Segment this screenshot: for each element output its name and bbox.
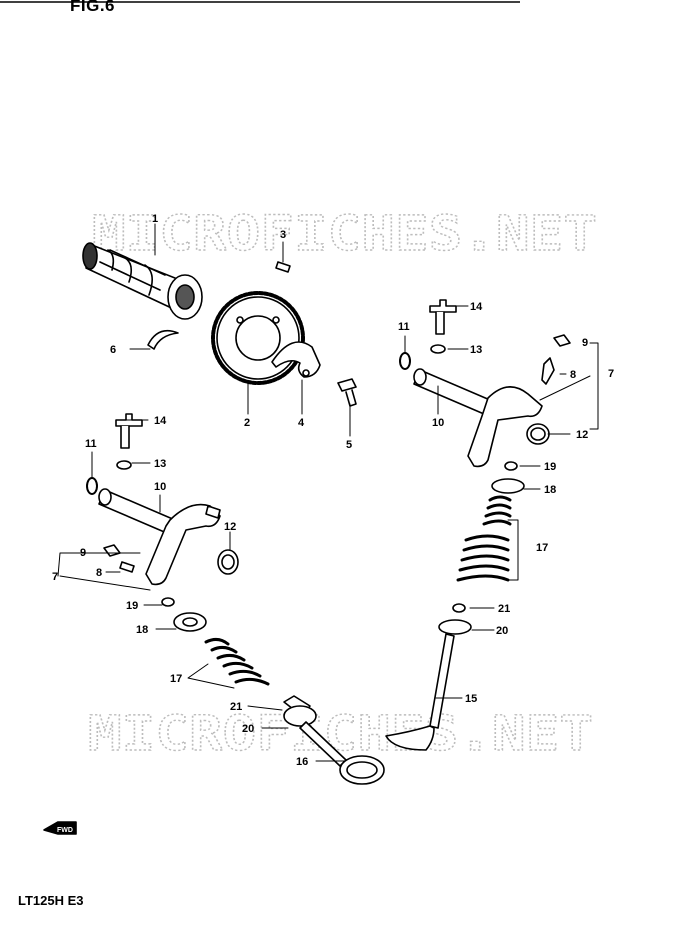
callout-11-right: 11 xyxy=(398,321,410,333)
front-mark-label: FWD xyxy=(57,827,73,834)
rocker-assembly-right xyxy=(399,299,571,468)
sprocket-bolt xyxy=(337,378,357,407)
callout-16: 16 xyxy=(296,756,308,768)
callout-17-right: 17 xyxy=(536,542,548,554)
callout-2: 2 xyxy=(244,417,250,429)
callout-6: 6 xyxy=(110,344,116,356)
valve-train-left xyxy=(161,597,385,785)
watermark-bottom: MICROFICHES.NET xyxy=(88,706,593,762)
callout-12-left: 12 xyxy=(224,521,236,533)
cam-sprocket xyxy=(211,291,305,385)
watermark-top: MICROFICHES.NET xyxy=(92,206,597,262)
callout-13-right: 13 xyxy=(470,344,482,356)
callout-14-right: 14 xyxy=(470,301,483,313)
callout-9-left: 9 xyxy=(80,547,86,559)
callout-17-left: 17 xyxy=(170,673,182,685)
callout-19-left: 19 xyxy=(126,600,138,612)
camshaft xyxy=(82,242,203,320)
callout-7-left: 7 xyxy=(52,571,58,583)
callout-8-left: 8 xyxy=(96,567,102,579)
callout-20-right: 20 xyxy=(496,625,508,637)
callout-15: 15 xyxy=(465,693,477,705)
callout-10-left: 10 xyxy=(154,481,166,493)
leader-lines xyxy=(57,223,599,762)
callout-13-left: 13 xyxy=(154,458,166,470)
callout-18-left: 18 xyxy=(136,624,148,636)
callout-11-left: 11 xyxy=(85,438,97,450)
callout-12-right: 12 xyxy=(576,429,588,441)
callout-9-right: 9 xyxy=(582,337,588,349)
callout-14-left: 14 xyxy=(154,415,167,427)
figure-title: FIG.6 xyxy=(70,0,116,15)
valve-train-right xyxy=(385,461,525,751)
callout-3: 3 xyxy=(280,229,286,241)
rocker-assembly-left xyxy=(86,413,239,586)
model-code: LT125H E3 xyxy=(18,893,84,908)
knock-pin xyxy=(275,261,291,273)
cam-retainer-clip xyxy=(147,329,179,350)
callout-19-right: 19 xyxy=(544,461,556,473)
callout-5: 5 xyxy=(346,439,352,451)
callout-10-right: 10 xyxy=(432,417,444,429)
callout-8-right: 8 xyxy=(570,369,576,381)
callout-18-right: 18 xyxy=(544,484,556,496)
callout-20-left: 20 xyxy=(242,723,254,735)
callout-21-right: 21 xyxy=(498,603,510,615)
callout-7-right: 7 xyxy=(608,368,614,380)
callout-21-left: 21 xyxy=(230,701,242,713)
callout-4: 4 xyxy=(298,417,305,429)
front-direction-arrow-icon xyxy=(43,821,77,835)
callout-1: 1 xyxy=(152,213,158,225)
decomp-lever xyxy=(271,341,321,378)
